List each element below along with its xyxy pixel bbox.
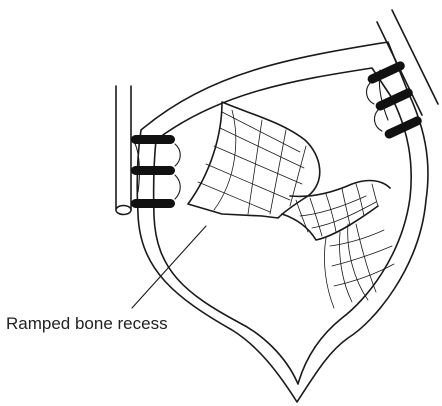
- bone-outline: [137, 42, 428, 402]
- left-rod: [116, 86, 139, 215]
- recess-stem: [282, 181, 390, 240]
- recess-label: Ramped bone recess: [6, 314, 168, 334]
- ramped-recess: [188, 102, 320, 218]
- trabecular-web: [324, 224, 394, 308]
